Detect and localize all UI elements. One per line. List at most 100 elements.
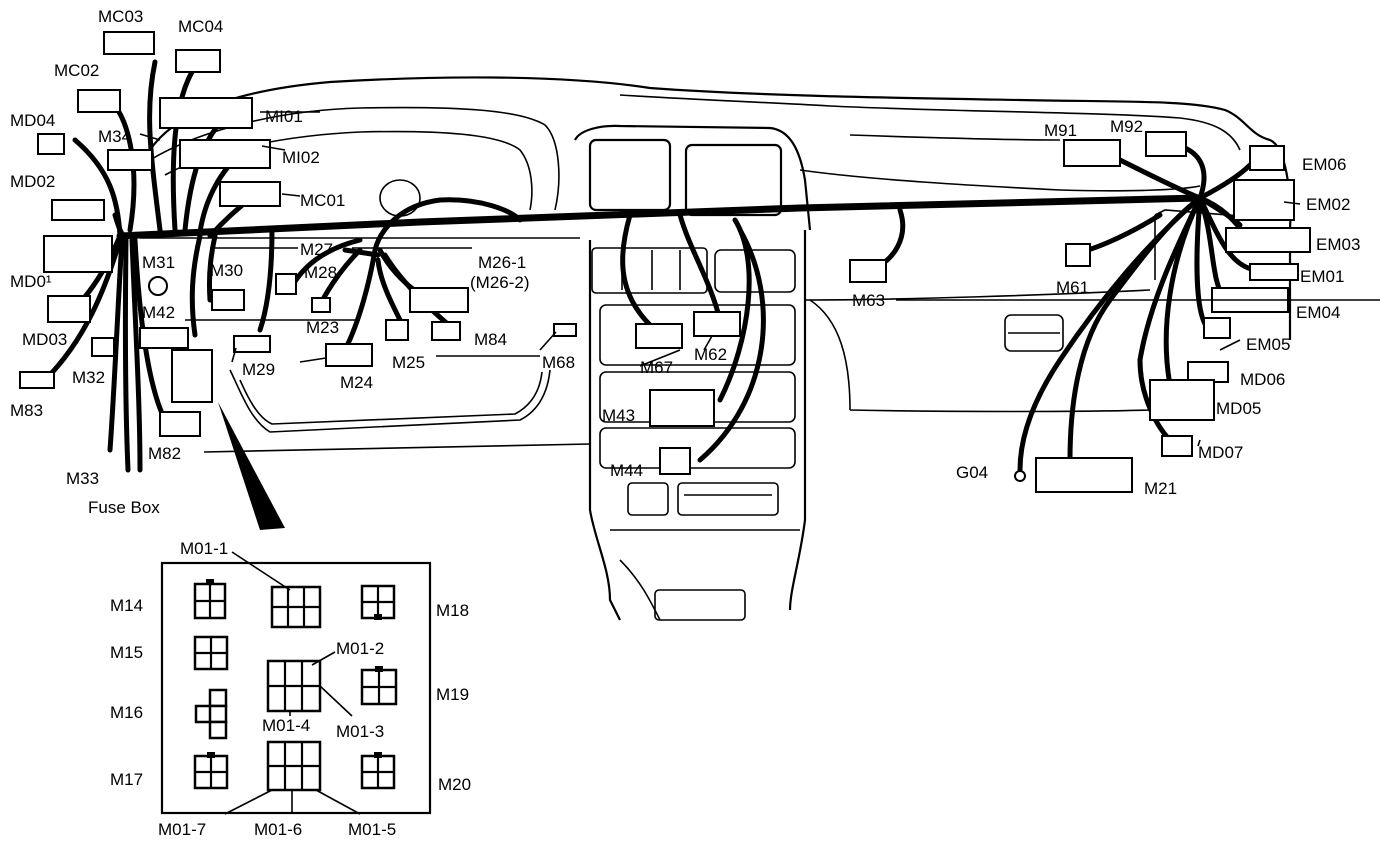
connector-m91 [1063, 139, 1121, 167]
connector-m83 [19, 371, 55, 389]
connector-m27 [311, 297, 331, 313]
label-m30: M30 [210, 261, 243, 280]
label-m63: M63 [852, 291, 885, 310]
connector-md05 [1149, 379, 1215, 421]
connector-m25 [385, 319, 409, 341]
label-em01: EM01 [1300, 267, 1344, 286]
label-m24: M24 [340, 373, 373, 392]
label-md02: MD02 [10, 172, 55, 191]
label-md06: MD06 [1240, 370, 1285, 389]
connector-m84 [431, 321, 461, 341]
label-m42: M42 [142, 303, 175, 322]
connector-em01 [1249, 263, 1299, 281]
connector-em05 [1203, 317, 1231, 339]
connector-m16 [194, 688, 228, 740]
connector-mi02 [179, 139, 271, 169]
label-md04: MD04 [10, 111, 55, 130]
label-m01-2: M01-2 [336, 639, 384, 658]
label-m15: M15 [110, 643, 143, 662]
label-m32: M32 [72, 368, 105, 387]
label-m92: M92 [1110, 117, 1143, 136]
label-m23: M23 [306, 318, 339, 337]
label-m82: M82 [148, 444, 181, 463]
connector-mc02 [77, 89, 121, 113]
label-mc04: MC04 [178, 17, 223, 36]
label-m21: M21 [1144, 479, 1177, 498]
connector-m01-6 [266, 740, 322, 792]
label-m43: M43 [602, 406, 635, 425]
label-m17: M17 [110, 770, 143, 789]
fuse-box [171, 349, 213, 403]
label-em04: EM04 [1296, 303, 1340, 322]
label-em02: EM02 [1306, 195, 1350, 214]
label-m61: M61 [1056, 278, 1089, 297]
label-m27: M27 [300, 240, 333, 259]
connector-m29 [233, 335, 271, 353]
label-m67: M67 [640, 358, 673, 377]
label-m44: M44 [610, 461, 643, 480]
label-m16: M16 [110, 703, 143, 722]
connector-m20 [360, 752, 396, 790]
label-mc01: MC01 [300, 191, 345, 210]
connector-m19 [360, 666, 398, 706]
connector-mc01 [219, 181, 281, 207]
label-m01-4: M01-4 [262, 716, 310, 735]
label-m01-7: M01-7 [158, 820, 206, 839]
label-m01-6: M01-6 [254, 820, 302, 839]
label-m62: M62 [694, 345, 727, 364]
label-m26-2: (M26-2) [470, 273, 530, 292]
connector-m14 [193, 579, 227, 620]
label-m01-3: M01-3 [336, 722, 384, 741]
label-m20: M20 [438, 775, 471, 794]
label-m01-5: M01-5 [348, 820, 396, 839]
leader-lines [139, 111, 1380, 453]
connector-m18 [360, 584, 396, 620]
label-mc03: MC03 [98, 7, 143, 26]
connector-m26 [409, 287, 469, 313]
connector-md01 [43, 235, 113, 273]
label-em06: EM06 [1302, 155, 1346, 174]
connector-m92 [1145, 131, 1187, 157]
junction-block-inset: M01-1 M14 M18 M15 M01-2 M16 M19 M01-4 M0… [110, 539, 471, 839]
label-m14: M14 [110, 596, 143, 615]
label-m84: M84 [474, 330, 507, 349]
connector-m32 [91, 337, 115, 357]
connector-m63 [849, 259, 887, 283]
label-em03: EM03 [1316, 235, 1360, 254]
fuse-box-leader [218, 402, 285, 530]
label-m29: M29 [242, 360, 275, 379]
label-mi02: MI02 [282, 148, 320, 167]
connector-mc04 [175, 49, 221, 73]
connector-m28 [275, 273, 297, 295]
label-md05: MD05 [1216, 399, 1261, 418]
label-m19: M19 [436, 685, 469, 704]
connector-md07 [1161, 435, 1193, 457]
connector-m21 [1035, 457, 1133, 493]
connector-m44 [659, 447, 691, 475]
label-m34: M34 [98, 127, 131, 146]
label-m33: M33 [66, 469, 99, 488]
connector-m01-1 [270, 585, 322, 629]
connector-em02 [1233, 179, 1295, 221]
connector-m82 [159, 411, 201, 437]
label-m01-1: M01-1 [180, 539, 228, 558]
label-mc02: MC02 [54, 61, 99, 80]
connector-m34 [107, 149, 153, 171]
connector-mc03 [103, 31, 155, 55]
label-m83: M83 [10, 401, 43, 420]
label-m31: M31 [142, 253, 175, 272]
connector-m24 [325, 343, 373, 367]
connector-m01-2 [266, 659, 322, 713]
connector-m43 [649, 389, 715, 427]
connector-m31 [148, 276, 168, 296]
connector-md03 [47, 295, 91, 323]
label-md01: MD0¹ [10, 272, 52, 291]
connector-m17 [193, 752, 229, 790]
connector-m15 [193, 635, 229, 671]
harness-labels: MC03 MC04 MC02 MD04 M34 MI01 MI02 MD02 M… [10, 7, 1360, 517]
connector-em06 [1249, 145, 1285, 171]
connector-m30 [211, 289, 245, 311]
connector-m42 [139, 327, 189, 349]
connector-m67 [635, 323, 683, 349]
